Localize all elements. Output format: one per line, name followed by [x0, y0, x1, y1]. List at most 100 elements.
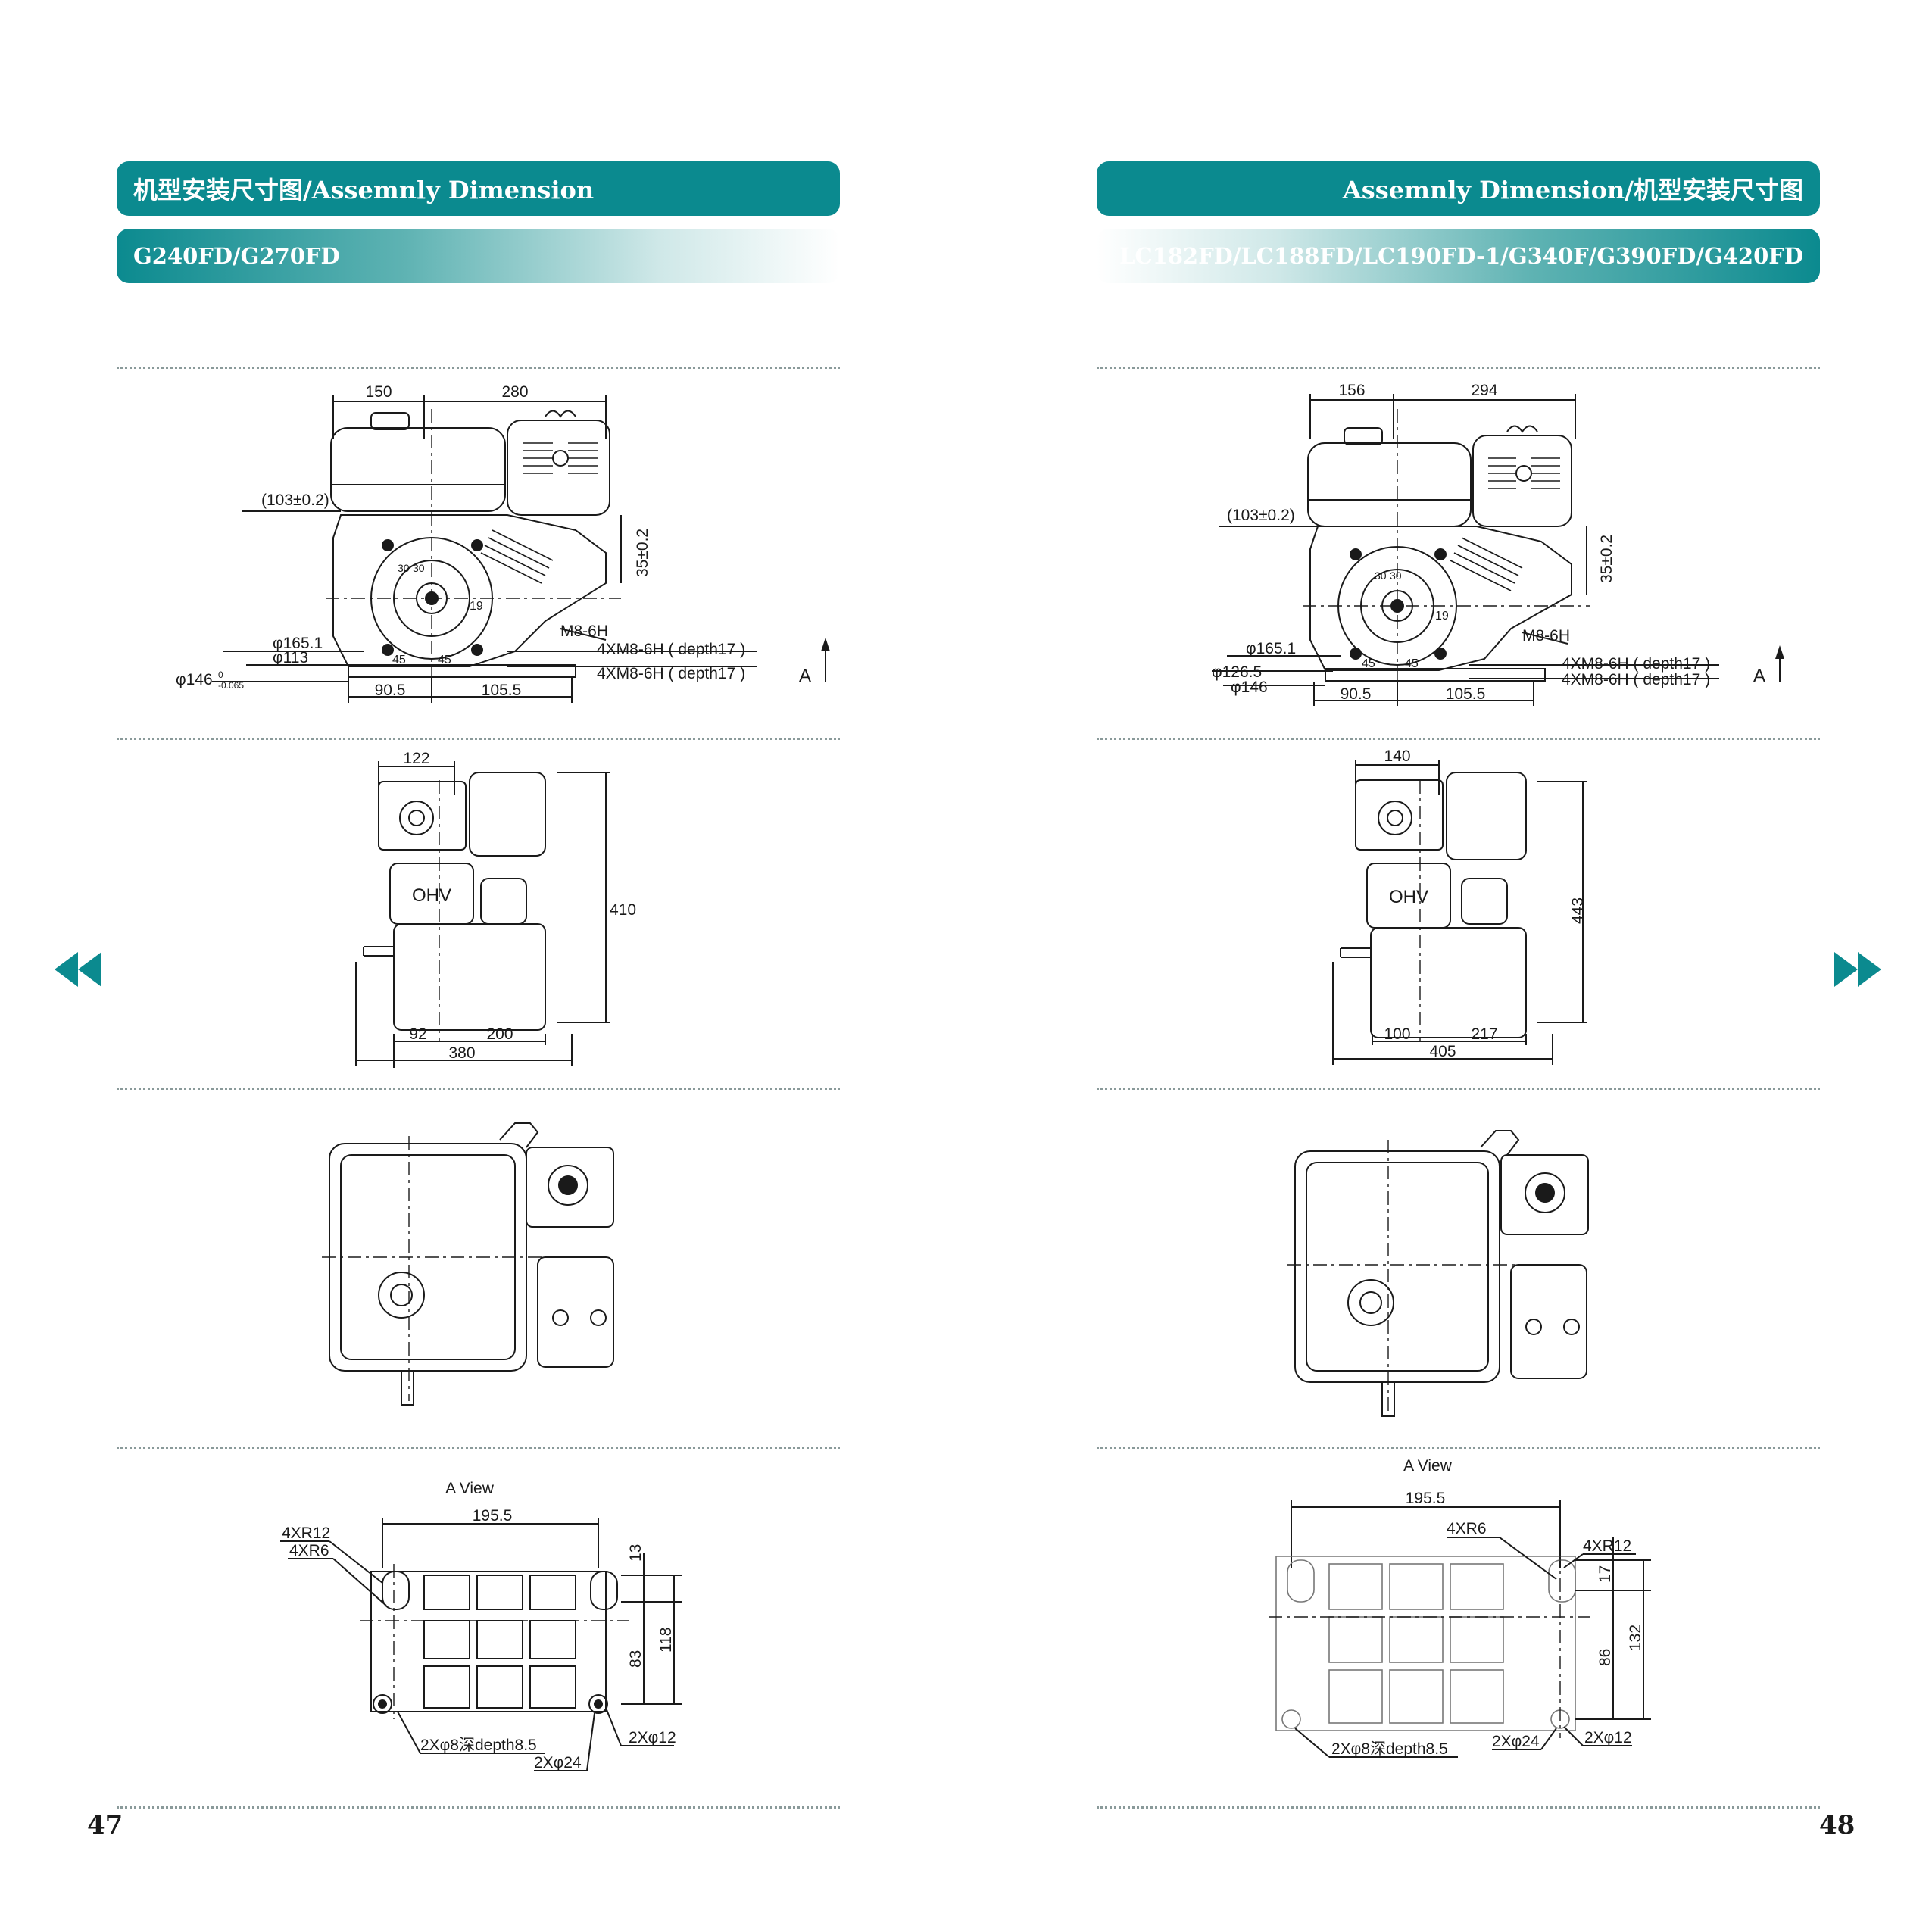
dim-shaft-height: (103±0.2) — [261, 492, 329, 509]
ohv-text: OHV — [412, 885, 451, 906]
dim-92: 92 — [409, 1025, 426, 1043]
dim-195-5: 195.5 — [473, 1507, 513, 1525]
dim-195-5: 195.5 — [1406, 1490, 1446, 1507]
right-side-view-drawing: 140 OHV 443 100 217 405 — [1332, 748, 1587, 1065]
callout-m8: M8-6H — [560, 623, 608, 640]
left-model-bar: G240FD/G270FD — [117, 229, 840, 283]
double-right-arrow-icon[interactable] — [1833, 950, 1883, 988]
dim-19: 19 — [470, 600, 483, 613]
dim-key-35: 35±0.2 — [1598, 535, 1615, 583]
dim-45b: 45 — [1405, 657, 1419, 670]
dim-d146-tol-upper: 0 — [218, 669, 223, 680]
dim-d146-tol-lower: -0.065 — [218, 680, 244, 691]
dim-86: 86 — [1596, 1649, 1614, 1666]
dim-294: 294 — [1471, 382, 1497, 399]
dim-410: 410 — [610, 901, 636, 919]
dim-30b: 30 — [413, 562, 425, 574]
dim-d146: φ146 — [1231, 679, 1268, 696]
callout-m8: M8-6H — [1522, 627, 1570, 645]
separator — [117, 1806, 840, 1809]
dim-13: 13 — [627, 1544, 645, 1562]
dim-key-35: 35±0.2 — [634, 529, 651, 577]
dim-105-5: 105.5 — [482, 682, 522, 699]
dim-83: 83 — [627, 1650, 645, 1668]
left-side-view-drawing: 122 OHV 410 92 200 380 — [355, 750, 636, 1068]
ohv-text: OHV — [1389, 887, 1428, 907]
dim-443: 443 — [1569, 897, 1587, 924]
right-model-names: LC182FD/LC188FD/LC190FD-1/G340F/G390FD/G… — [1119, 243, 1803, 269]
callout-4xr6: 4XR6 — [289, 1542, 329, 1559]
left-model-names: G240FD/G270FD — [133, 243, 340, 269]
double-left-arrow-icon[interactable] — [53, 950, 103, 988]
dim-19: 19 — [1435, 610, 1449, 623]
separator — [1097, 367, 1820, 369]
dim-140: 140 — [1384, 748, 1410, 765]
callout-hole8: 2Xφ8深depth8.5 — [1331, 1740, 1448, 1758]
page-number-left: 47 — [87, 1810, 123, 1840]
separator — [1097, 1088, 1820, 1090]
callout-4xm8-b: 4XM8-6H ( depth17 ) — [597, 665, 745, 682]
dim-118: 118 — [657, 1628, 675, 1653]
dim-132: 132 — [1627, 1625, 1644, 1651]
right-front-view-drawing: 156 294 90.5 105.5 (103±0.2) 35±0.2 30 3… — [1212, 382, 1784, 706]
right-model-bar: LC182FD/LC188FD/LC190FD-1/G340F/G390FD/G… — [1097, 229, 1820, 283]
right-header-title: Assemnly Dimension/机型安装尺寸图 — [1342, 176, 1803, 204]
dim-17: 17 — [1596, 1565, 1614, 1583]
dim-150: 150 — [365, 383, 392, 401]
page-number-right: 48 — [1819, 1810, 1856, 1840]
callout-4xm8-b: 4XM8-6H ( depth17 ) — [1562, 671, 1710, 688]
right-top-view-drawing — [1287, 1130, 1589, 1417]
dim-30a: 30 — [1375, 570, 1387, 582]
callout-d24: 2Xφ24 — [534, 1754, 582, 1771]
left-header-bar: 机型安装尺寸图/Assemnly Dimension — [117, 161, 840, 216]
separator — [117, 738, 840, 740]
dim-100: 100 — [1384, 1025, 1410, 1043]
separator — [117, 367, 840, 369]
dim-30a: 30 — [398, 562, 410, 574]
dim-d165-1: φ165.1 — [1246, 640, 1296, 657]
dim-45a: 45 — [1362, 657, 1375, 670]
callout-d24: 2Xφ24 — [1492, 1733, 1540, 1750]
dim-156: 156 — [1338, 382, 1365, 399]
a-view-title: A View — [445, 1480, 495, 1497]
dim-280: 280 — [501, 383, 528, 401]
a-view-title: A View — [1403, 1457, 1453, 1475]
left-front-view-drawing: 150 280 90.5 105.5 (103±0.2) 35±0.2 30 3… — [176, 383, 830, 703]
dim-122: 122 — [403, 750, 429, 767]
left-header-title: 机型安装尺寸图/Assemnly Dimension — [133, 176, 595, 204]
callout-4xr12: 4XR12 — [282, 1525, 330, 1542]
dim-shaft-height: (103±0.2) — [1227, 507, 1295, 524]
separator — [1097, 738, 1820, 740]
dim-45b: 45 — [438, 654, 451, 666]
dim-30b: 30 — [1390, 570, 1402, 582]
callout-d12: 2Xφ12 — [1584, 1729, 1632, 1746]
dim-d113: φ113 — [273, 649, 308, 666]
left-a-view-drawing: A View 195.5 13 83 118 4XR12 4XR6 2Xφ8深d… — [280, 1480, 682, 1771]
callout-4xm8-a: 4XM8-6H ( depth17 ) — [597, 641, 745, 658]
separator — [117, 1088, 840, 1090]
dim-90-5: 90.5 — [375, 682, 406, 699]
callout-4xr6: 4XR6 — [1447, 1520, 1487, 1537]
left-top-view-drawing — [322, 1122, 614, 1406]
right-header-bar: Assemnly Dimension/机型安装尺寸图 — [1097, 161, 1820, 216]
view-marker-a: A — [1753, 666, 1765, 686]
separator — [1097, 1447, 1820, 1449]
dim-45a: 45 — [392, 654, 406, 666]
separator — [117, 1447, 840, 1449]
dim-d126-5: φ126.5 — [1212, 663, 1262, 681]
dim-d146: φ146 — [176, 671, 213, 688]
right-a-view-drawing: A View 195.5 17 86 132 4XR6 4XR12 2Xφ8深d… — [1269, 1457, 1651, 1758]
callout-4xm8-a: 4XM8-6H ( depth17 ) — [1562, 655, 1710, 673]
view-marker-a: A — [799, 666, 811, 686]
callout-d12: 2Xφ12 — [629, 1729, 676, 1746]
dim-405: 405 — [1429, 1043, 1456, 1060]
separator — [1097, 1806, 1820, 1809]
dim-200: 200 — [486, 1025, 513, 1043]
callout-4xr12: 4XR12 — [1583, 1537, 1631, 1555]
callout-hole8: 2Xφ8深depth8.5 — [420, 1737, 537, 1754]
dim-105-5: 105.5 — [1446, 685, 1486, 703]
dim-90-5: 90.5 — [1341, 685, 1372, 703]
dim-217: 217 — [1471, 1025, 1497, 1043]
dim-380: 380 — [448, 1044, 475, 1062]
dim-d165-1: φ165.1 — [273, 635, 323, 652]
